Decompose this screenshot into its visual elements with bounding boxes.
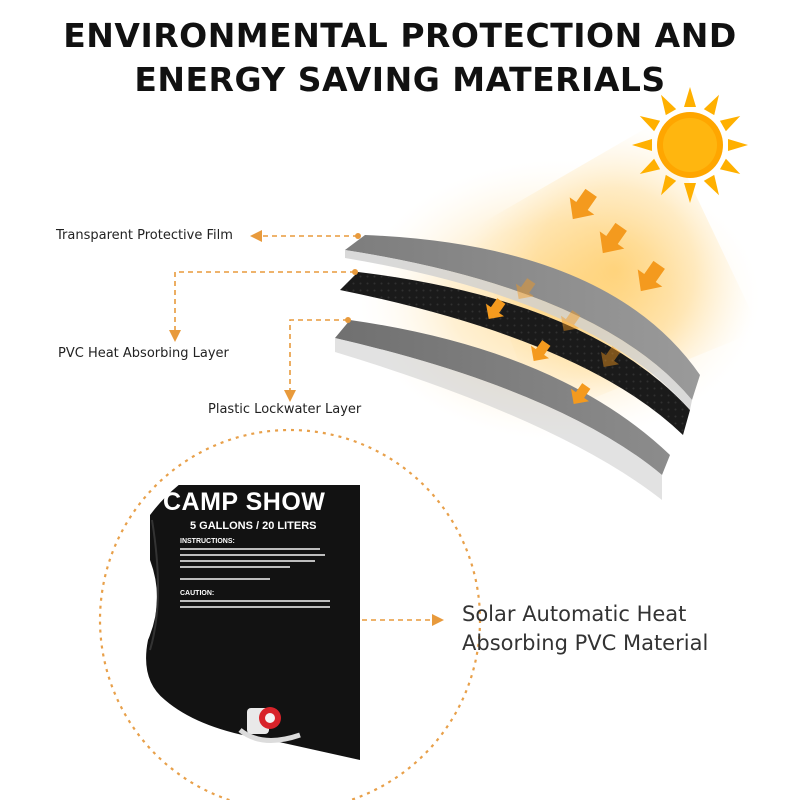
- label-plastic-lockwater-layer: Plastic Lockwater Layer: [208, 402, 362, 417]
- page-title-line-1: ENVIRONMENTAL PROTECTION AND: [63, 16, 737, 55]
- sun-icon: [632, 87, 748, 203]
- page-title-line-2: ENERGY SAVING MATERIALS: [134, 60, 666, 99]
- leader-pvc: [174, 271, 355, 330]
- shower-bag: [146, 485, 360, 760]
- heat-arrow-icon: [570, 383, 591, 405]
- heat-arrow-icon: [530, 340, 551, 362]
- heat-arrow-icon: [637, 260, 665, 292]
- transparent-protective-film-layer: [345, 235, 700, 410]
- bag-fine-print: [180, 548, 330, 608]
- plastic-lockwater-layer: [335, 320, 670, 500]
- pvc-heat-absorbing-layer: [340, 272, 690, 435]
- callout-text: Solar Automatic Heat Absorbing PVC Mater…: [462, 600, 708, 658]
- heat-arrow-icon: [515, 278, 536, 300]
- label-transparent-protective-film: Transparent Protective Film: [56, 228, 233, 243]
- bag-instructions-heading: INSTRUCTIONS:: [180, 538, 235, 545]
- bag-title: CAMP SHOW: [163, 488, 326, 516]
- heat-arrow-icons: [485, 188, 665, 405]
- leader-lockwater: [289, 319, 348, 390]
- callout-line-2: Absorbing PVC Material: [462, 631, 709, 655]
- bag-caution-heading: CAUTION:: [180, 590, 215, 597]
- heat-arrow-icon: [600, 346, 621, 368]
- heat-arrow-icon: [485, 298, 506, 320]
- callout-line-1: Solar Automatic Heat: [462, 602, 687, 626]
- bag-capacity: 5 GALLONS / 20 LITERS: [190, 520, 317, 532]
- heat-arrow-icon: [560, 310, 581, 332]
- heat-arrow-icon: [599, 222, 627, 254]
- heat-arrow-icon: [569, 188, 597, 220]
- label-pvc-heat-absorbing-layer: PVC Heat Absorbing Layer: [58, 346, 229, 361]
- leader-lines: [174, 235, 432, 621]
- callout-circle: [98, 428, 482, 800]
